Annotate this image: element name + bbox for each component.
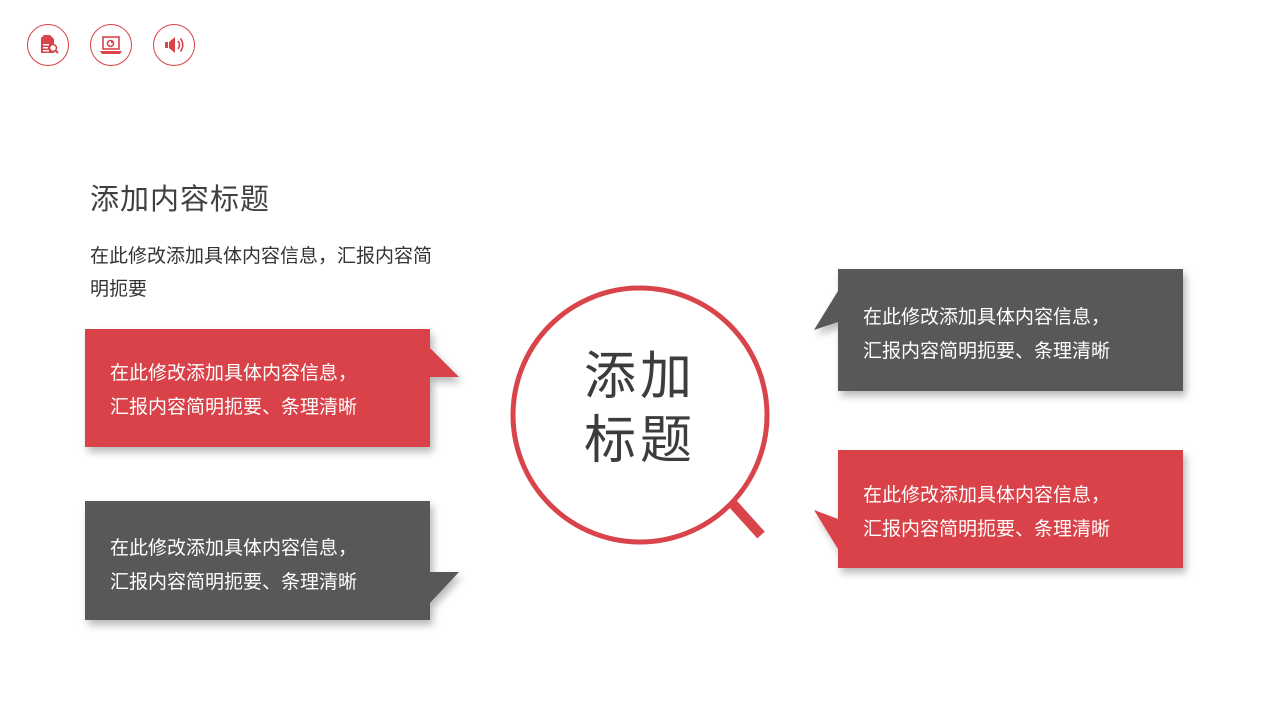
- center-title: 添加 标题: [560, 345, 720, 473]
- callout-line: 汇报内容简明扼要、条理清晰: [863, 518, 1111, 540]
- callout-line: 在此修改添加具体内容信息，: [110, 537, 358, 559]
- callout-line: 在此修改添加具体内容信息，: [863, 306, 1111, 328]
- callout-line: 汇报内容简明扼要、条理清晰: [863, 340, 1111, 362]
- callout-right-top-shape: [814, 269, 1183, 391]
- speaker-icon[interactable]: [153, 24, 195, 66]
- callout-right-top: 在此修改添加具体内容信息， 汇报内容简明扼要、条理清晰: [863, 300, 1163, 368]
- laptop-chart-icon-glyph: [100, 36, 122, 54]
- document-search-icon[interactable]: [27, 24, 69, 66]
- callout-left-top-shape: [85, 329, 459, 447]
- laptop-chart-icon[interactable]: [90, 24, 132, 66]
- callout-left-bottom: 在此修改添加具体内容信息， 汇报内容简明扼要、条理清晰: [110, 531, 410, 599]
- section-title: 添加内容标题: [90, 182, 271, 216]
- callout-line: 在此修改添加具体内容信息，: [110, 362, 358, 384]
- callout-line: 汇报内容简明扼要、条理清晰: [110, 396, 358, 418]
- document-search-icon-glyph: [41, 35, 59, 54]
- callout-right-bottom-shape: [814, 450, 1183, 568]
- callout-line: 在此修改添加具体内容信息，: [863, 484, 1111, 506]
- center-title-line2: 标题: [583, 411, 696, 471]
- callout-line: 汇报内容简明扼要、条理清晰: [110, 571, 358, 593]
- callout-left-bottom-shape: [85, 501, 459, 620]
- speaker-icon-glyph: [165, 37, 184, 53]
- callout-left-top: 在此修改添加具体内容信息， 汇报内容简明扼要、条理清晰: [110, 356, 410, 424]
- section-description: 在此修改添加具体内容信息，汇报内容简明扼要: [90, 245, 433, 300]
- callout-right-bottom: 在此修改添加具体内容信息， 汇报内容简明扼要、条理清晰: [863, 478, 1163, 546]
- magnifier-ring: [510, 285, 770, 545]
- center-title-line1: 添加: [583, 347, 696, 407]
- magnifier-handle: [729, 500, 765, 539]
